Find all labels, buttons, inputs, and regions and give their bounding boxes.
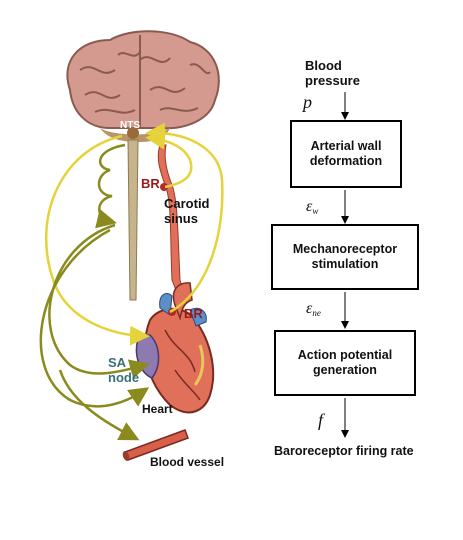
arterial-wall-deformation-box: Arterial wall deformation — [290, 120, 402, 188]
baroreceptor-firing-rate-label: Baroreceptor firing rate — [274, 444, 414, 458]
blood-pressure-label: Blood pressure — [305, 58, 360, 88]
heart-label: Heart — [142, 402, 173, 416]
strain-ne-symbol-sub: ne — [312, 308, 321, 318]
efferent-paths — [39, 143, 150, 441]
action-potential-generation-box: Action potential generation — [274, 330, 416, 396]
carotid-sinus-label: Carotid sinus — [164, 196, 210, 226]
strain-wall-symbol-base: ε — [306, 198, 313, 215]
blood-vessel-label: Blood vessel — [150, 455, 225, 469]
mechanoreceptor-stimulation-box: Mechanoreceptor stimulation — [271, 224, 419, 290]
spinal-cord — [127, 139, 139, 301]
pressure-symbol: p — [303, 92, 312, 112]
nts-node — [127, 127, 139, 139]
heart-illustration — [135, 282, 215, 414]
sa-node-label: SA node — [108, 355, 140, 385]
firing-rate-symbol: f — [318, 410, 324, 430]
nts-label: NTS — [120, 120, 140, 131]
strain-wall-symbol: εw — [306, 198, 318, 216]
strain-wall-symbol-sub: w — [312, 206, 319, 216]
strain-ne-symbol-base: ε — [306, 300, 313, 317]
blood-vessel-illustration — [122, 429, 189, 461]
br-carotid-label: BR — [141, 176, 160, 191]
strain-nerve-ending-symbol: εne — [306, 300, 321, 318]
br-aortic-label: BR — [184, 306, 203, 321]
brain-illustration — [66, 30, 220, 142]
afferent-paths — [45, 122, 224, 346]
